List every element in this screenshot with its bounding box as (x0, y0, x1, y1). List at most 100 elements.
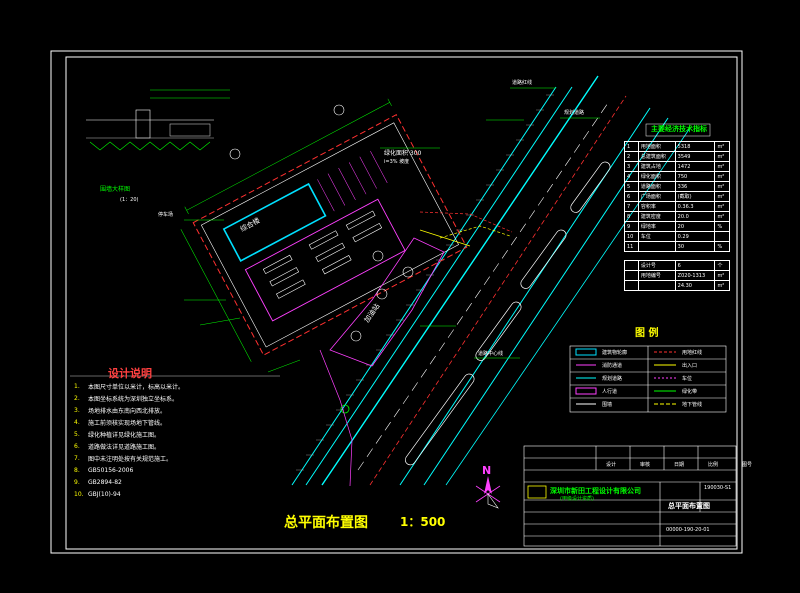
indicator-index: 4 (624, 171, 639, 182)
indicator-cell: 用地面积 (637, 141, 676, 152)
design-note-item: 8.GB50156-2006 (74, 464, 270, 476)
design-note-text: 道路做法详见道路施工图。 (88, 443, 161, 451)
site-plan (180, 98, 468, 362)
design-notes-heading: 设计说明 (108, 367, 152, 380)
indicator-cell: m² (714, 171, 730, 182)
design-note-text: 场地排水由东南向西北排放。 (88, 407, 167, 415)
indicator-index: 5 (624, 181, 639, 192)
road-label-1: 道路红线 (512, 80, 533, 86)
green-area (329, 237, 445, 414)
indicator-cell: m² (714, 201, 730, 212)
indicator-index (624, 260, 639, 271)
design-note-text: 施工前须核实现场地下管线。 (88, 419, 167, 427)
design-note-item: 1.本图尺寸单位以米计，标高以米计。 (74, 380, 270, 392)
indicator-index: 9 (624, 221, 639, 232)
indicator-cell: 5318 (674, 141, 716, 152)
detail-scale: (1：20) (120, 197, 139, 203)
legend-item-label: 绿化带 (682, 389, 698, 395)
indicator-cell (637, 241, 676, 252)
indicator-cell: m² (714, 161, 730, 172)
legend-box (569, 345, 727, 413)
area-label: 绿化面积 300 (384, 150, 422, 157)
road-label-2: 规划道路 (564, 110, 585, 116)
indicator-cell: m² (714, 151, 730, 162)
tree-icon (402, 266, 414, 278)
title-block-cell: 审核 (640, 462, 651, 468)
indicator-cell: 建筑占地 (637, 161, 676, 172)
company-logo-icon (527, 485, 547, 499)
site-wall (200, 122, 460, 348)
design-note-number: 2. (74, 394, 80, 402)
road-label-3: 道路中心线 (478, 351, 504, 357)
indicator-cell: 20 (674, 221, 716, 232)
tree-icon (350, 330, 362, 342)
main-building (222, 182, 327, 262)
indicator-cell: m² (714, 211, 730, 222)
indicator-cell: 3549 (674, 151, 716, 162)
north-label: N (482, 464, 492, 477)
pump-islands (262, 210, 383, 299)
indicator-cell: 建筑密度 (637, 211, 676, 222)
title-block-cell: 比例 (708, 462, 719, 468)
indicator-cell: 道路面积 (637, 181, 676, 192)
design-note-number: 9. (74, 478, 80, 486)
title-block-cell: 设计 (606, 462, 617, 468)
design-note-text: 绿化种植详见绿化施工图。 (88, 431, 161, 439)
indicator-cell: % (714, 241, 730, 252)
indicator-cell: m² (714, 191, 730, 202)
indicator-cell (637, 280, 676, 291)
road-corridor (291, 75, 691, 486)
indicator-cell: 0.29 (674, 231, 716, 242)
indicator-cell: 6 (674, 260, 716, 271)
pipelines (319, 211, 513, 487)
title-block (523, 445, 737, 547)
design-note-number: 1. (74, 382, 80, 390)
drawing-title: 总平面布置图 (284, 515, 368, 531)
indicator-cell: % (714, 221, 730, 232)
parking-label: 停车场 (158, 212, 174, 218)
indicator-cell: 设计号 (637, 260, 676, 271)
design-note-number: 8. (74, 466, 80, 474)
indicator-spacer (625, 252, 730, 261)
title-block-cell: 图号 (742, 462, 753, 468)
indicator-index: 1 (624, 141, 639, 152)
north-arrow-icon (475, 476, 501, 509)
indicator-index: 3 (624, 161, 639, 172)
design-note-number: 7. (74, 454, 80, 462)
design-note-text: 图中未注明处按有关规范施工。 (88, 455, 173, 463)
leader-lines (184, 87, 600, 373)
inner-frame (65, 56, 738, 550)
indicator-cell: 336 (674, 181, 716, 192)
tree-icon (340, 404, 350, 414)
legend-item-label: 围墙 (602, 402, 613, 408)
indicator-cell: 总建筑面积 (637, 151, 676, 162)
indicator-index: 7 (624, 201, 639, 212)
canopy (244, 198, 406, 322)
legend-item-label: 车位 (682, 376, 693, 382)
indicator-index (624, 280, 639, 291)
indicators-heading: 主要经济技术指标 (651, 125, 707, 133)
indicator-cell: 绿化面积 (637, 171, 676, 182)
dimension-lines (180, 98, 392, 362)
indicator-heading-box (645, 123, 711, 137)
legend-item-label: 地下管线 (682, 402, 703, 408)
design-note-number: 5. (74, 430, 80, 438)
indicator-cell: m² (714, 270, 730, 281)
indicator-cell: 24.30 (674, 280, 716, 291)
legend-item-label: 出入口 (682, 363, 698, 369)
site-red-line (192, 114, 468, 356)
indicator-cell: m² (714, 141, 730, 152)
indicator-cell: 30 (674, 241, 716, 252)
indicator-cell: m² (714, 280, 730, 291)
design-note-number: 3. (74, 406, 80, 414)
outer-frame (50, 50, 743, 554)
